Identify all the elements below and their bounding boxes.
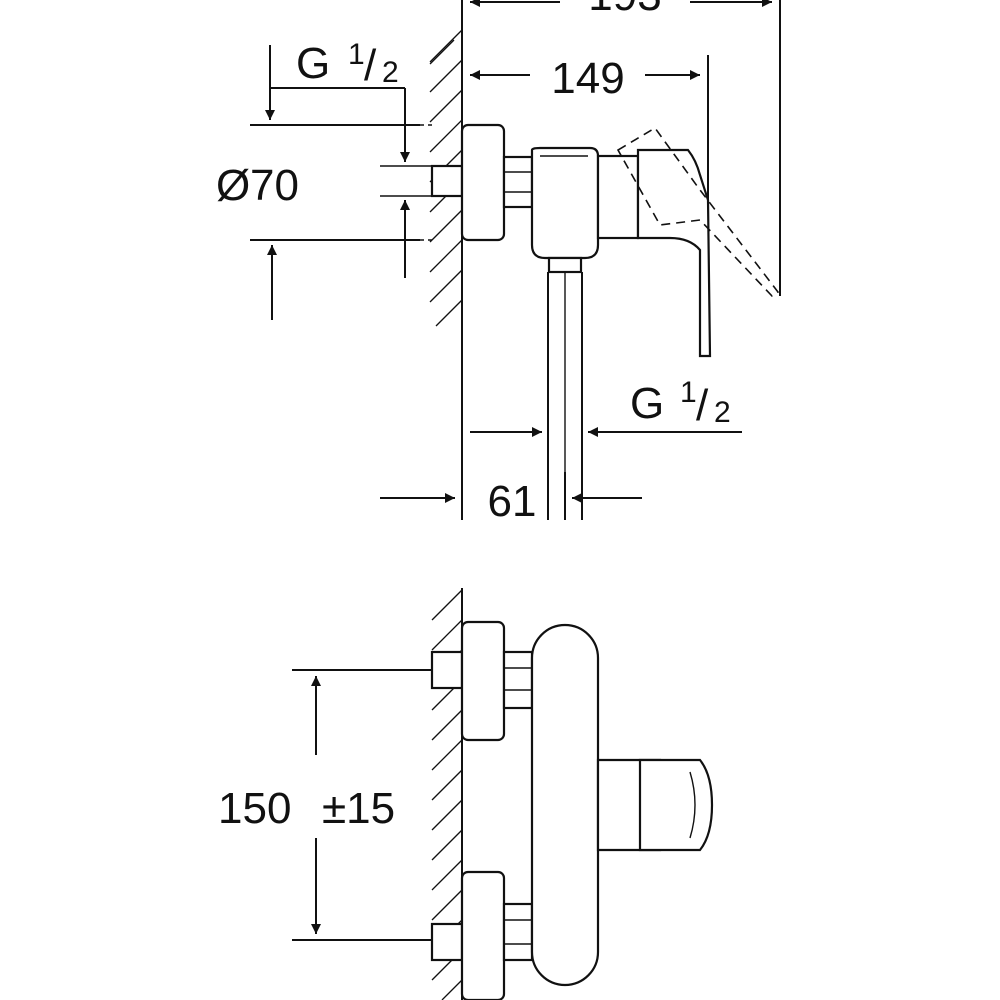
svg-text:2: 2 xyxy=(714,396,731,429)
label-centre-distance: 150 ±15 xyxy=(218,784,395,833)
side-view: 193 149 G 1 / 2 Ø 70 G xyxy=(216,0,781,526)
svg-text:70: 70 xyxy=(250,161,299,210)
upper-hex-nut xyxy=(502,650,534,710)
label-outlet-distance: 61 xyxy=(488,477,537,526)
svg-text:Ø: Ø xyxy=(216,161,250,210)
label-diameter: Ø 70 xyxy=(216,161,299,210)
front-view: 150 ±15 xyxy=(218,588,714,1000)
svg-text:±15: ±15 xyxy=(322,784,395,833)
svg-text:/: / xyxy=(364,41,377,90)
svg-text:2: 2 xyxy=(382,56,399,89)
lever-handle-open xyxy=(616,126,780,298)
lower-hex-nut xyxy=(502,902,534,962)
label-overall-width: 193 xyxy=(588,0,661,20)
lower-inlet-stub xyxy=(430,922,464,962)
label-thread-bottom: G 1 / 2 xyxy=(630,376,731,430)
label-thread-top: G 1 / 2 xyxy=(296,38,399,90)
handle-end xyxy=(638,758,714,852)
svg-text:/: / xyxy=(696,381,709,430)
svg-text:G: G xyxy=(630,379,664,428)
mixer-body xyxy=(530,146,600,260)
escutcheon xyxy=(460,123,506,242)
upper-escutcheon xyxy=(460,620,506,742)
label-projection: 149 xyxy=(551,54,624,103)
lever-handle xyxy=(636,148,712,358)
svg-text:1: 1 xyxy=(348,38,365,71)
inlet-stub xyxy=(430,164,464,198)
svg-text:150: 150 xyxy=(218,784,291,833)
hex-nut xyxy=(502,155,534,209)
upper-inlet-stub xyxy=(430,650,464,690)
cartridge-housing xyxy=(596,154,640,240)
wall-hatching-bottom xyxy=(431,589,463,1000)
mixer-body-front xyxy=(530,623,600,987)
svg-text:G: G xyxy=(296,39,330,88)
lower-escutcheon xyxy=(460,870,506,1000)
svg-text:1: 1 xyxy=(680,376,697,409)
outlet-nut xyxy=(547,256,583,274)
